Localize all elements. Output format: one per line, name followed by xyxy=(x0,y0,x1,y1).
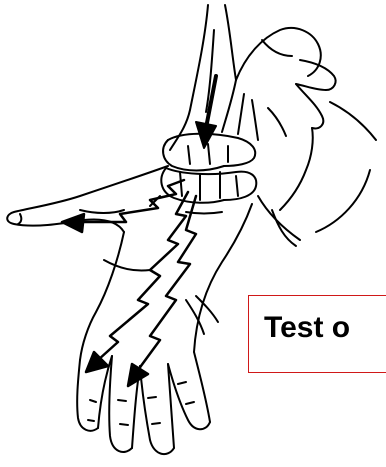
examiner-hand xyxy=(222,28,376,240)
caption-label: Test o xyxy=(264,313,350,343)
